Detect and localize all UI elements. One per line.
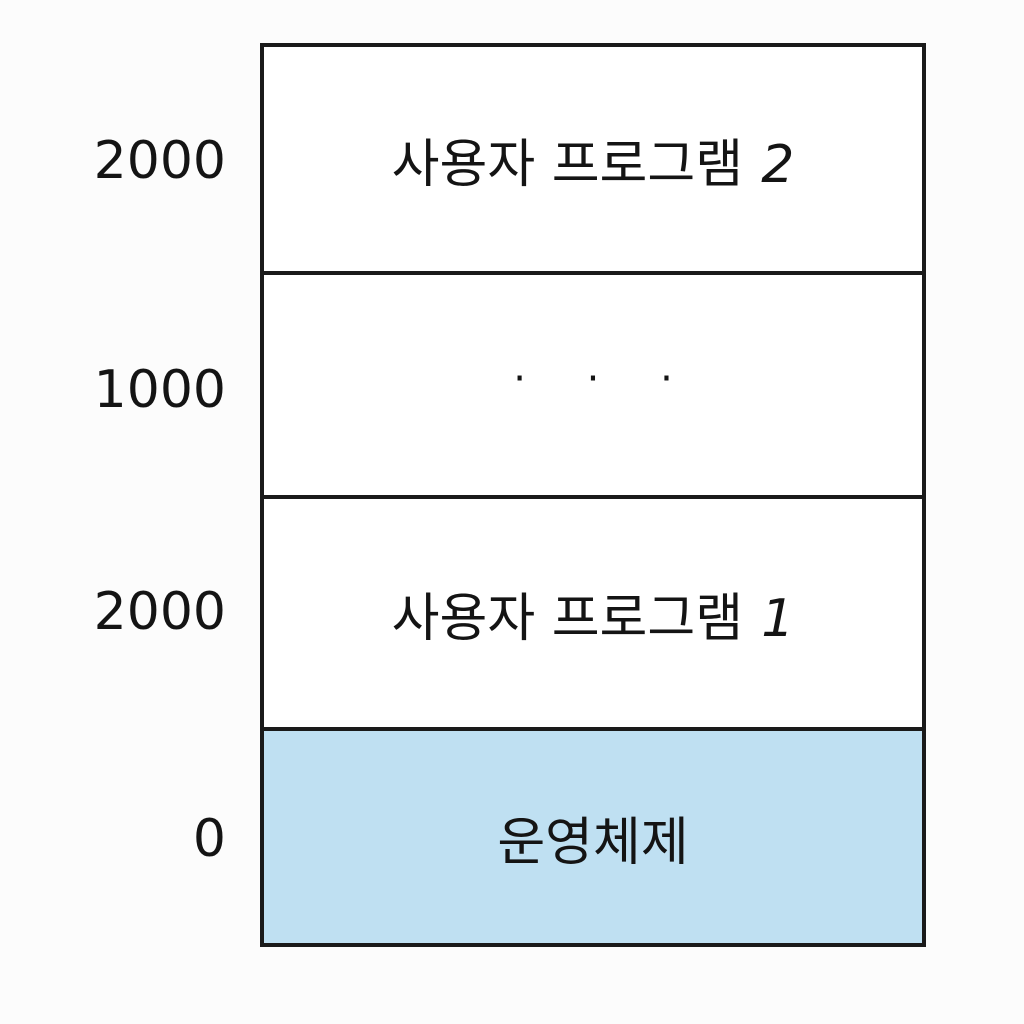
ellipsis-block: · · · bbox=[264, 275, 922, 499]
address-label-top: 2000 bbox=[93, 131, 226, 191]
user-program-2-block: 사용자 프로그램 2 bbox=[264, 47, 922, 275]
user-program-1-label: 사용자 프로그램 1 bbox=[392, 576, 795, 651]
address-label-third: 2000 bbox=[93, 582, 226, 642]
address-label-second: 1000 bbox=[93, 360, 226, 420]
ellipsis-text: · · · bbox=[513, 356, 697, 402]
user-program-2-text: 사용자 프로그램 bbox=[391, 134, 744, 195]
user-program-1-block: 사용자 프로그램 1 bbox=[264, 499, 922, 731]
user-program-1-text: 사용자 프로그램 bbox=[391, 588, 744, 649]
operating-system-block: 운영체제 bbox=[264, 731, 922, 943]
user-program-2-label: 사용자 프로그램 2 bbox=[392, 122, 795, 197]
user-program-2-number: 2 bbox=[761, 134, 795, 195]
memory-stack: 사용자 프로그램 2 · · · 사용자 프로그램 1 운영체제 bbox=[260, 43, 926, 947]
address-label-bottom: 0 bbox=[192, 809, 226, 869]
user-program-1-number: 1 bbox=[761, 588, 795, 649]
operating-system-label: 운영체제 bbox=[497, 812, 689, 873]
